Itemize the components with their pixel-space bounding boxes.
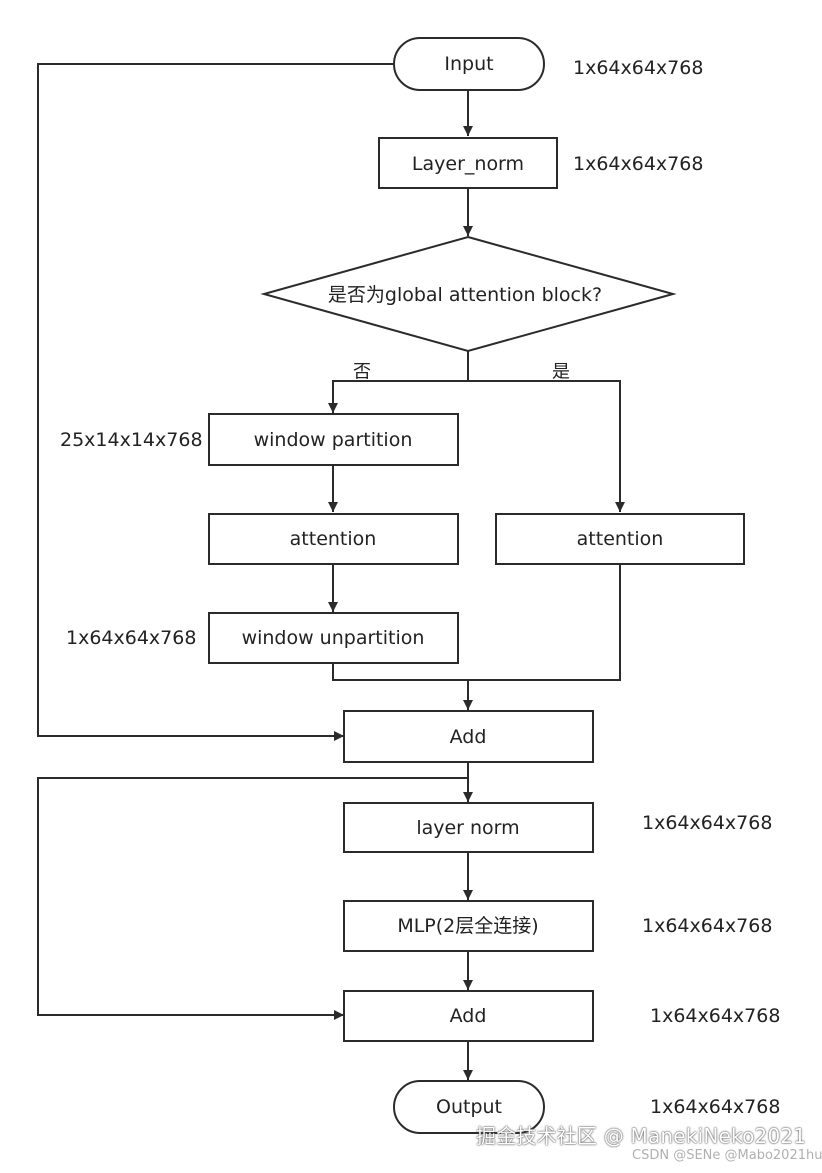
window-partition-node [208,413,459,466]
add-2-node [343,990,594,1042]
shape-input: 1x64x64x768 [573,57,703,79]
add-1-node [343,710,594,763]
layer-norm-1-node [378,137,558,189]
window-unpartition-node [208,612,459,664]
attention-left-label: attention [290,528,377,550]
edge-decision-no-branch [328,380,468,413]
watermark-sub: CSDN @SENe @Mabo2021hui [632,1148,822,1163]
layer-norm-1-label: Layer_norm [412,153,524,175]
input-node [393,37,545,91]
edge-unpartition-merge [332,663,468,681]
shape-window-partition: 25x14x14x768 [60,429,203,451]
shape-window-unpartition: 1x64x64x768 [66,627,196,649]
output-node [393,1080,545,1134]
branch-no-label: 否 [353,362,371,383]
attention-right-node [495,513,745,565]
shape-add-2: 1x64x64x768 [650,1005,780,1027]
decision-label: 是否为global attention block? [328,284,602,306]
shape-layer-norm-2: 1x64x64x768 [642,812,772,834]
mlp-node [343,900,594,952]
decision-node [260,235,677,353]
edge-decision-yes-branch [468,380,625,512]
attention-left-node [208,513,459,565]
edge-add1-skip-to-add2 [37,777,468,1020]
edge-input-skip-to-add1 [37,63,393,741]
output-label: Output [436,1096,502,1118]
mlp-label: MLP(2层全连接) [397,915,538,937]
input-label: Input [444,53,493,75]
layer-norm-2-label: layer norm [416,817,519,839]
attention-right-label: attention [577,528,664,550]
add-2-label: Add [450,1005,487,1027]
watermark-main: 掘金技术社区 @ ManekiNeko2021 [476,1124,807,1148]
add-1-label: Add [450,726,487,748]
edge-attention-right-merge [468,564,621,681]
shape-layer-norm-1: 1x64x64x768 [573,153,703,175]
shape-output: 1x64x64x768 [650,1096,780,1118]
window-partition-label: window partition [254,429,413,451]
window-unpartition-label: window unpartition [242,627,425,649]
shape-mlp: 1x64x64x768 [642,915,772,937]
layer-norm-2-node [343,802,594,853]
branch-yes-label: 是 [552,362,570,383]
